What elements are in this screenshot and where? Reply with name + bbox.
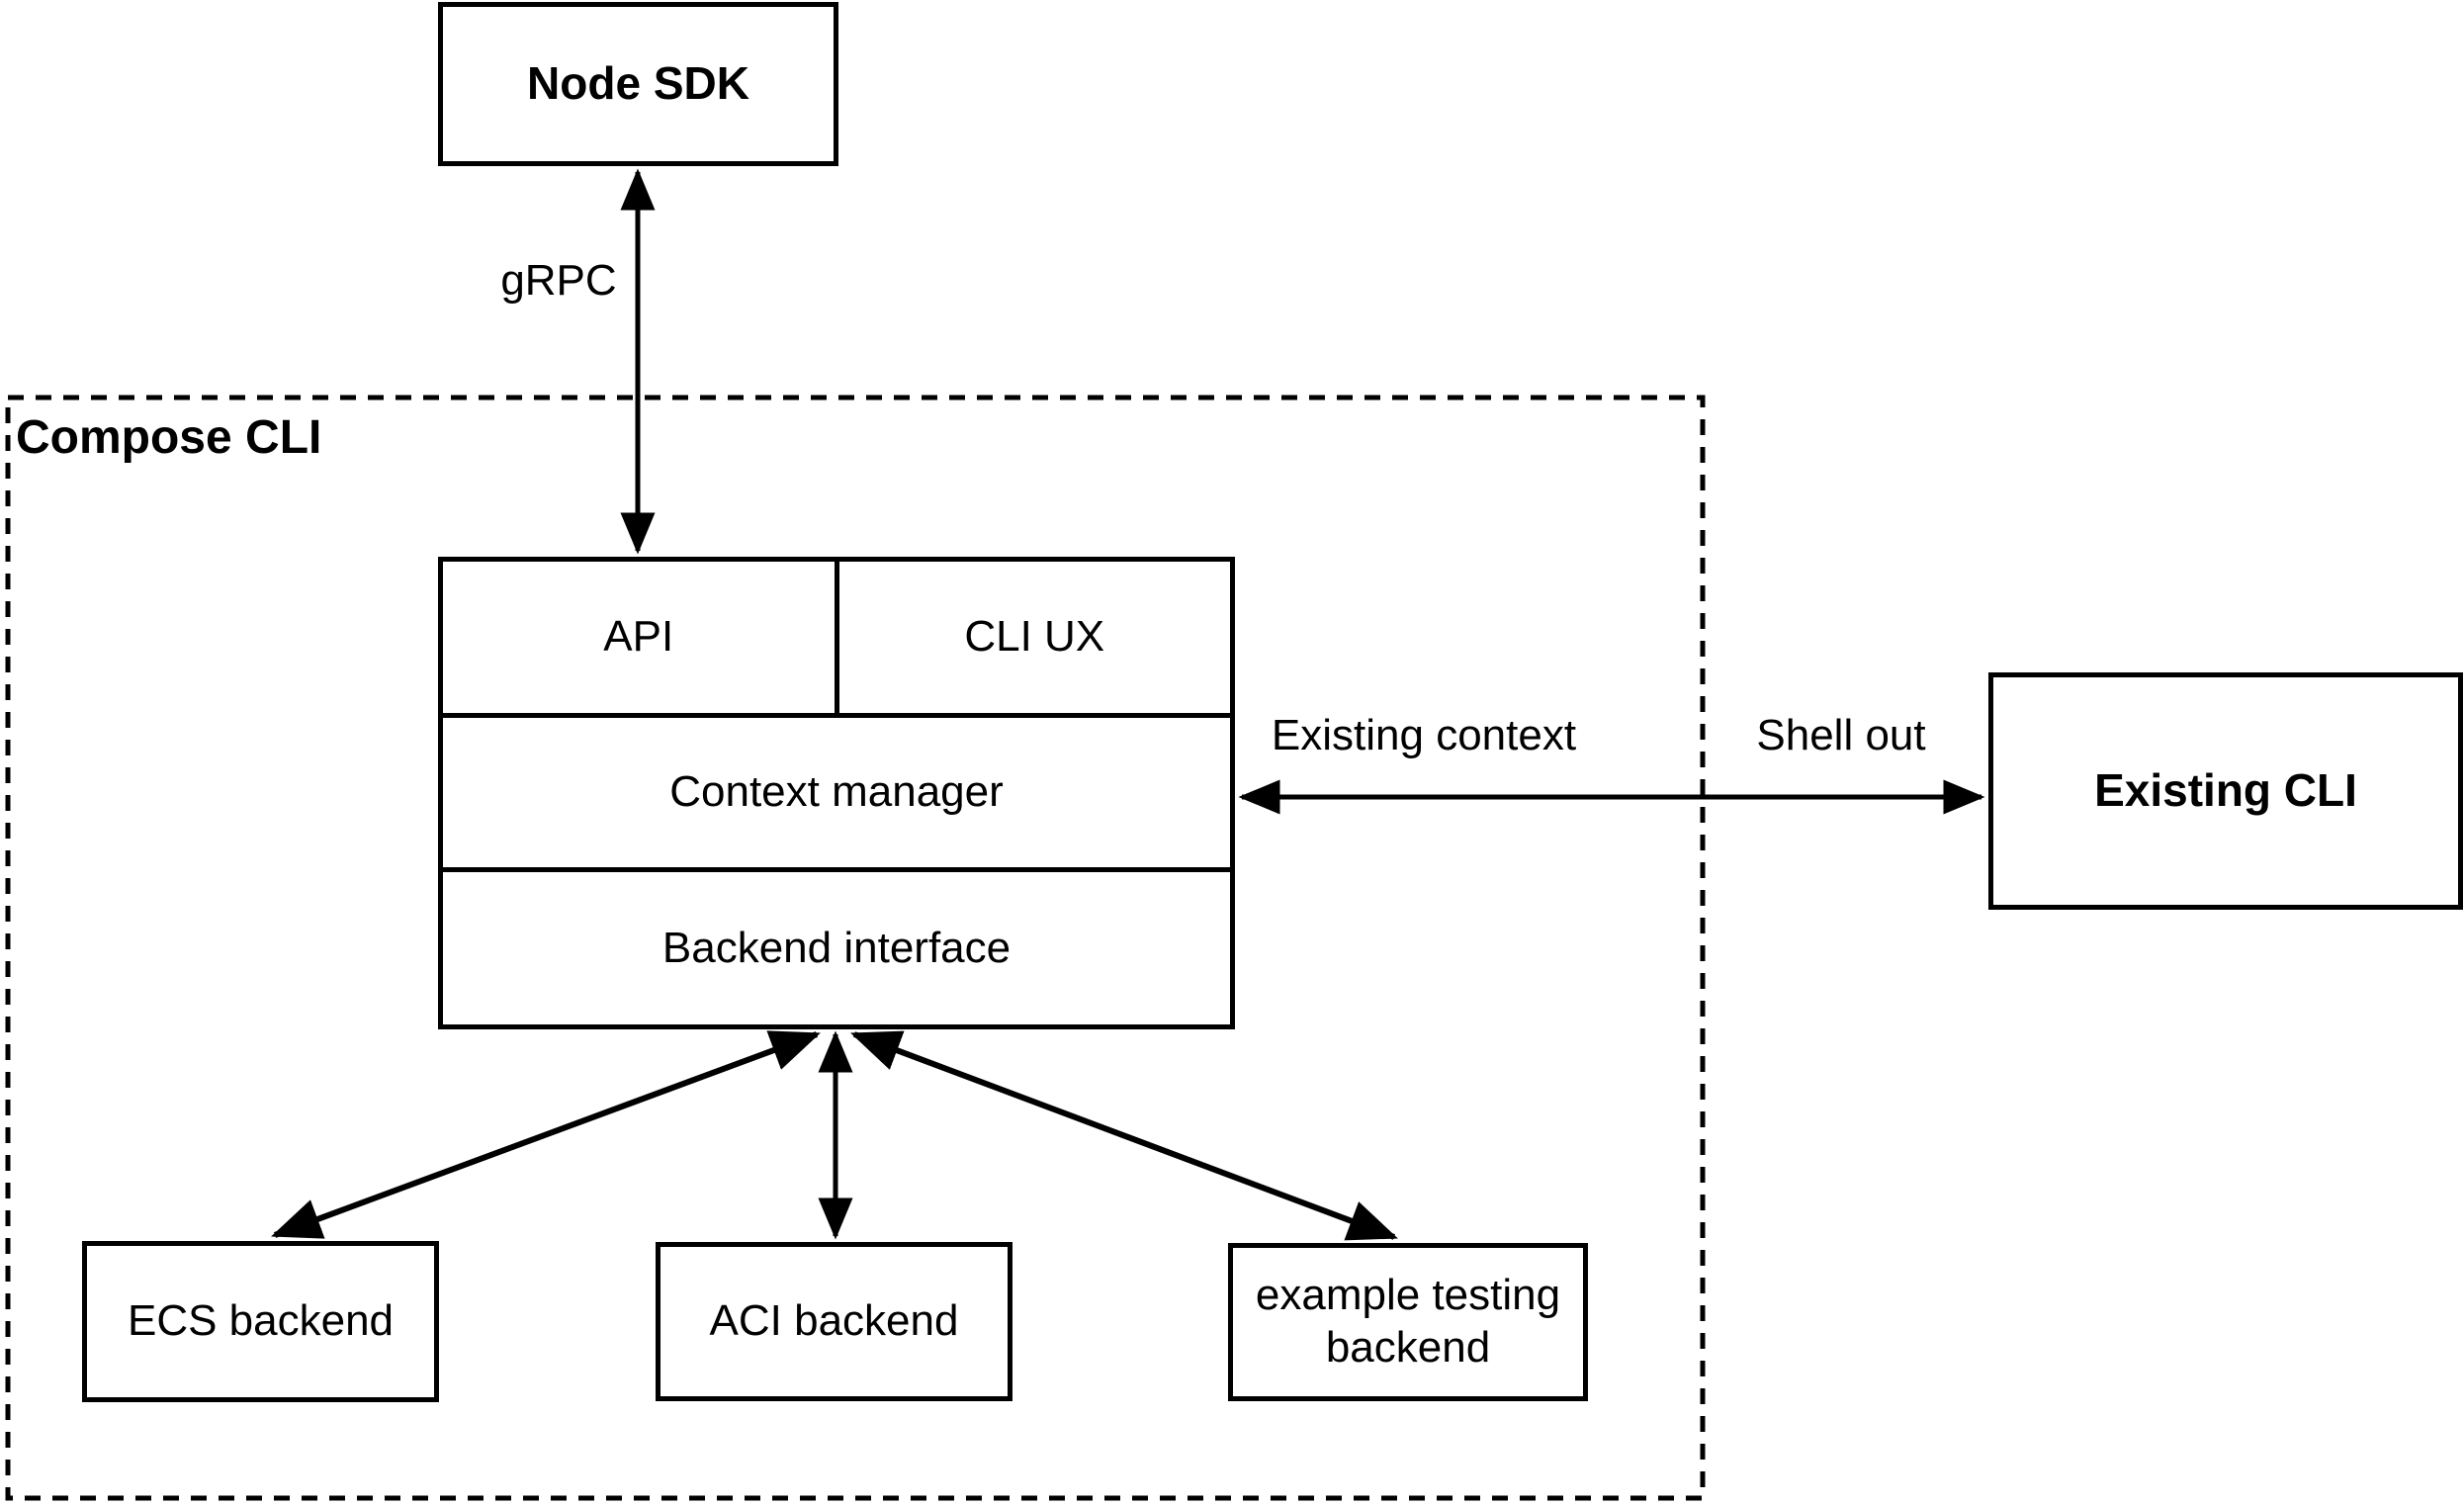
cli-ux-cell: CLI UX [839, 562, 1231, 713]
existing-cli-box: Existing CLI [1988, 672, 2463, 910]
api-cell: API [443, 562, 839, 713]
grpc-edge-label: gRPC [500, 256, 617, 305]
ecs-backend-box: ECS backend [82, 1241, 439, 1402]
ecs-backend-label: ECS backend [127, 1296, 395, 1346]
context-manager-cell: Context manager [443, 718, 1230, 872]
stack-box: API CLI UX Context manager Backend inter… [438, 557, 1235, 1029]
api-label: API [603, 612, 674, 662]
shell-out-edge-label: Shell out [1756, 711, 1926, 759]
existing-cli-label: Existing CLI [2094, 764, 2357, 817]
existing-context-edge-label: Existing context [1271, 711, 1577, 759]
aci-backend-box: ACI backend [656, 1242, 1012, 1401]
ecs-backend-edge [271, 1030, 821, 1239]
example-testing-backend-edge [850, 1030, 1398, 1241]
node-sdk-label: Node SDK [527, 57, 749, 110]
node-sdk-box: Node SDK [438, 2, 838, 166]
compose-cli-boundary [5, 395, 1706, 1501]
stack-top-row: API CLI UX [443, 562, 1230, 718]
context-manager-label: Context manager [669, 767, 1004, 817]
example-testing-backend-box: example testing backend [1228, 1243, 1588, 1401]
compose-cli-container-label: Compose CLI [16, 411, 322, 464]
backend-interface-label: Backend interface [661, 923, 1012, 972]
aci-backend-label: ACI backend [709, 1296, 959, 1346]
backend-interface-cell: Backend interface [443, 872, 1230, 1024]
cli-ux-label: CLI UX [964, 612, 1105, 662]
example-testing-backend-label: example testing backend [1255, 1271, 1561, 1372]
